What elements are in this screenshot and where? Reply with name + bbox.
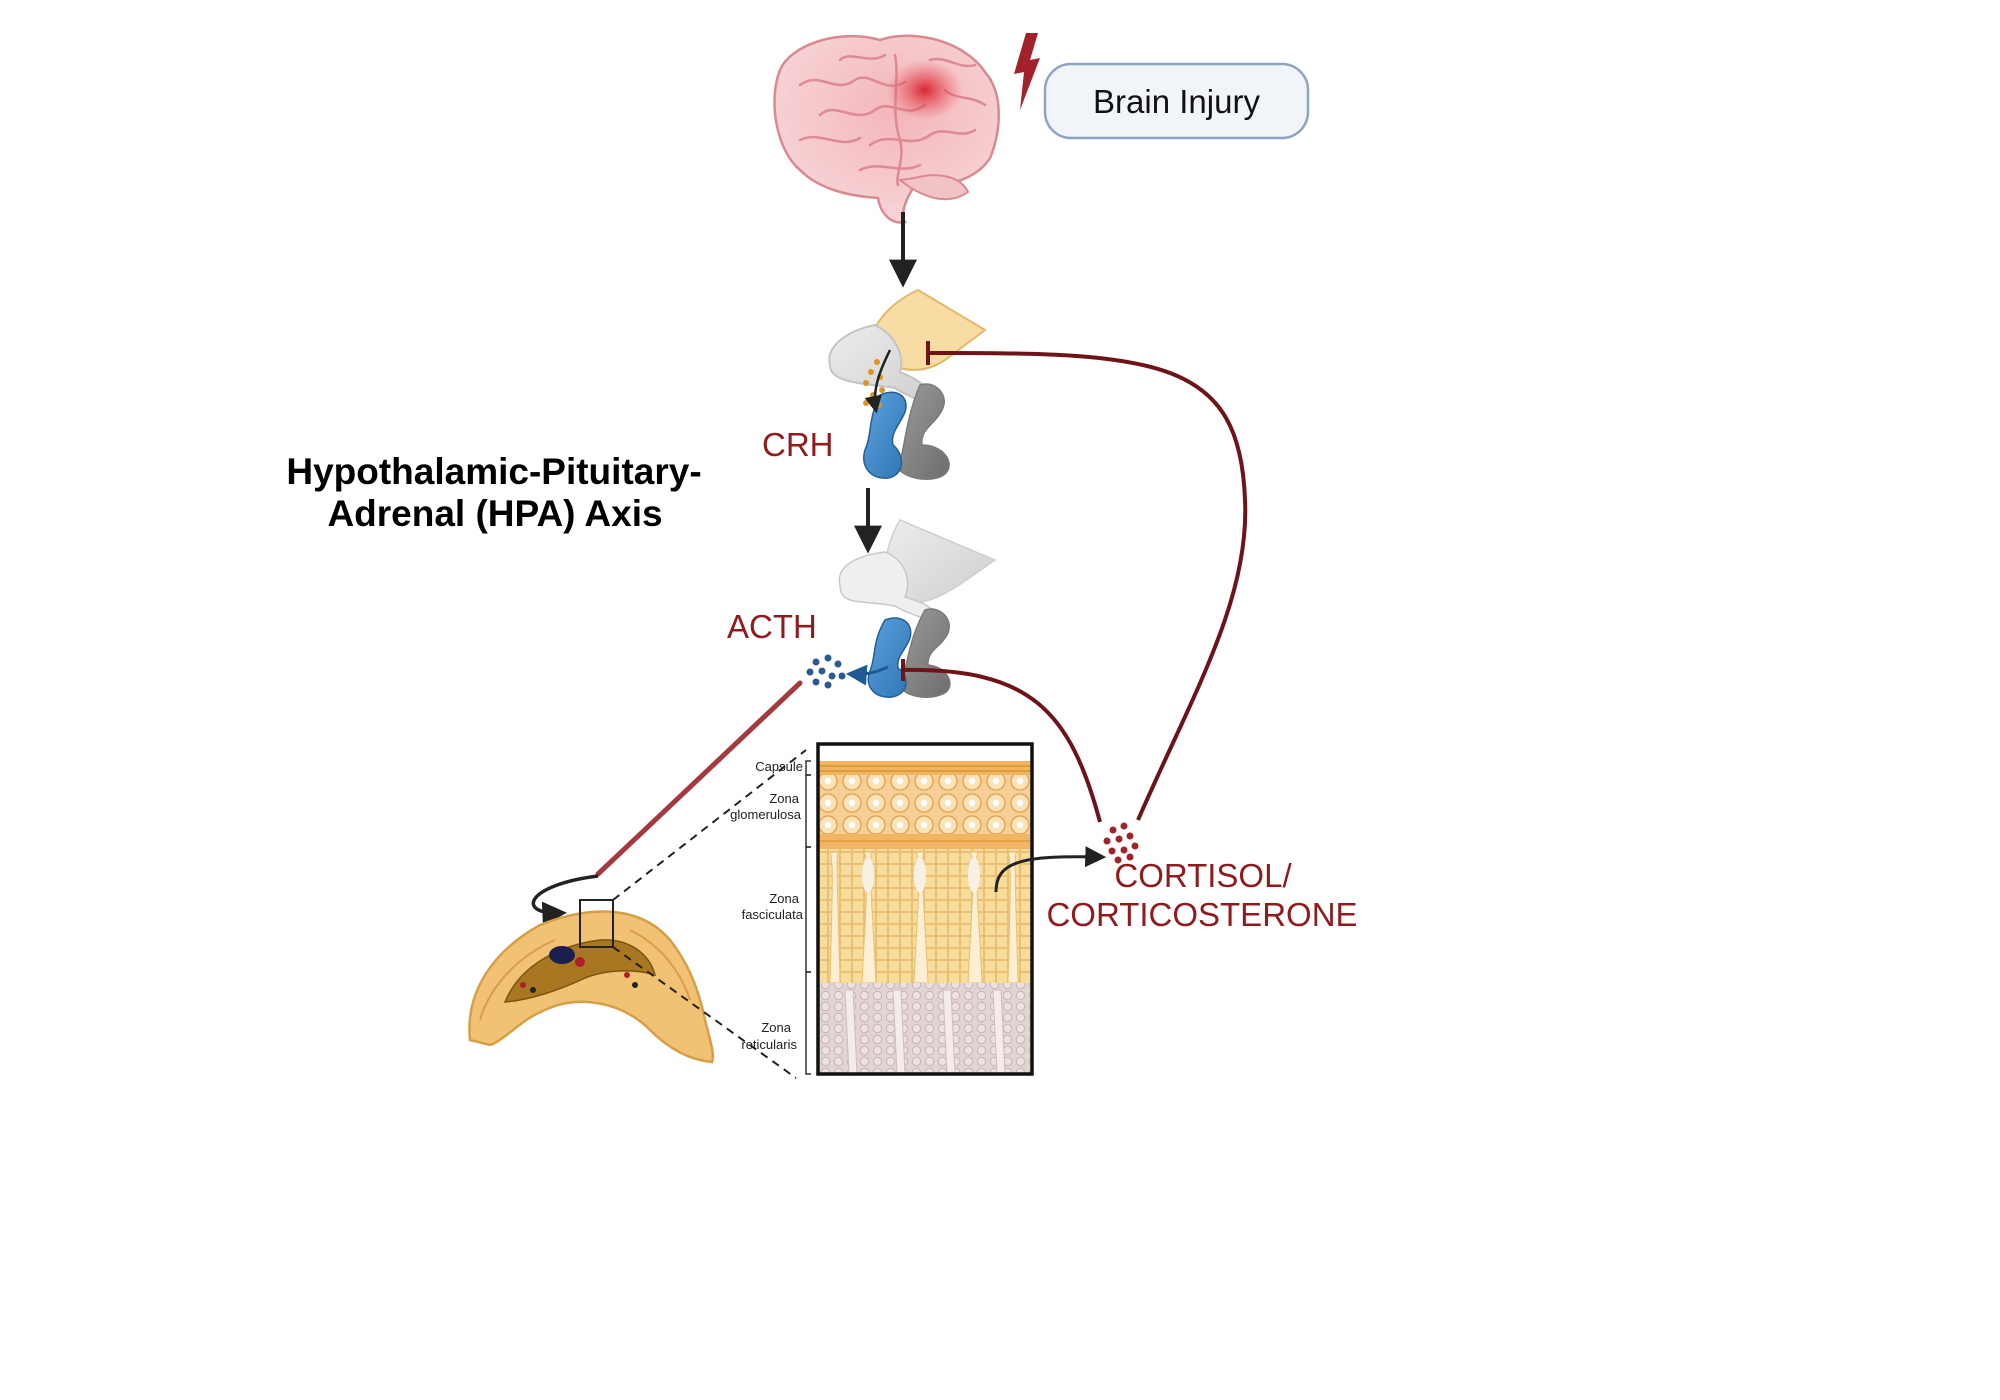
zone-capsule-label: Capsule — [755, 759, 803, 774]
crh-label: CRH — [762, 426, 834, 463]
zone-brackets — [805, 760, 811, 1075]
acth-to-adrenal-vessel — [595, 680, 803, 877]
zoom-line-top — [612, 749, 807, 901]
zone-fasciculata-label-1: Zona — [769, 891, 799, 906]
feedback-to-pituitary — [901, 659, 1102, 823]
adrenal-cortex-histology — [816, 742, 1034, 1076]
cortisol-molecules — [1103, 822, 1139, 864]
zone-glomerulosa-label-2: glomerulosa — [730, 807, 802, 822]
pituitary-illustration — [838, 519, 997, 698]
brain-injury-label: Brain Injury — [1093, 83, 1260, 120]
brain-illustration — [773, 34, 1000, 224]
cortisol-label-1: CORTISOL/ — [1114, 857, 1292, 894]
lightning-icon — [1014, 33, 1040, 110]
brain-injury-box: Brain Injury — [1043, 62, 1310, 140]
zoom-line-bottom — [612, 946, 797, 1079]
hypothalamus-pituitary-illustration — [828, 288, 987, 480]
acth-release-arrow — [845, 664, 889, 686]
zone-reticularis-label-2: reticularis — [741, 1037, 797, 1052]
zone-glomerulosa-label-1: Zona — [769, 791, 799, 806]
zone-reticularis-label-1: Zona — [761, 1020, 791, 1035]
diagram-title-line-2: Adrenal (HPA) Axis — [327, 493, 662, 534]
acth-label: ACTH — [727, 608, 817, 645]
zone-fasciculata-label-2: fasciculata — [742, 907, 804, 922]
diagram-title-line-1: Hypothalamic-Pituitary- — [286, 451, 701, 492]
acth-molecules — [806, 654, 846, 689]
cortex-to-cortisol-arrow — [994, 846, 1107, 893]
acth-to-adrenal-arrow — [531, 874, 599, 927]
cortisol-label-2: CORTICOSTERONE — [1046, 896, 1357, 933]
feedback-to-hypothalamus — [926, 341, 1248, 821]
adrenal-gland-illustration — [468, 899, 715, 1064]
